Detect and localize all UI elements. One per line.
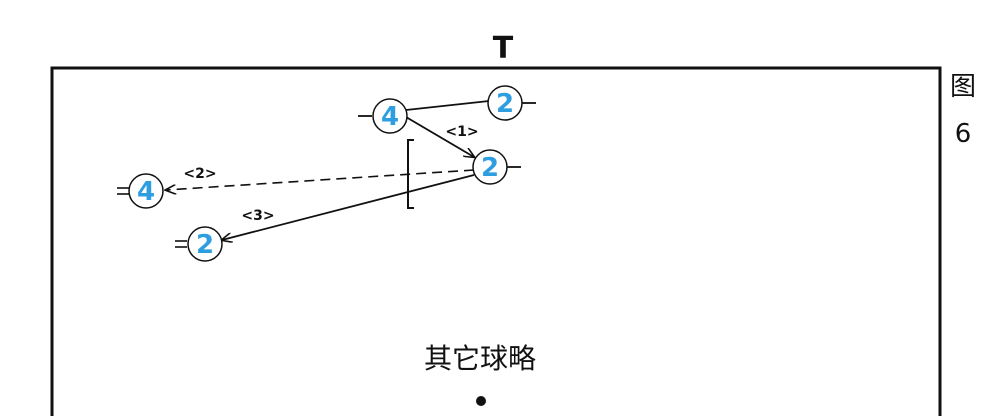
figure-label-line2: 6	[955, 119, 972, 149]
player-lower-left: 2	[175, 226, 223, 262]
player-top-left-number: 4	[381, 102, 399, 132]
center-note: 其它球略	[424, 342, 536, 375]
player-left: 4	[117, 173, 164, 209]
path-3-label: <3>	[241, 208, 274, 224]
bracket	[407, 139, 414, 209]
top-marker: T	[493, 31, 514, 66]
path-2-label: <2>	[183, 166, 216, 182]
player-left-number: 4	[137, 177, 155, 207]
path-3-arrow	[222, 174, 475, 240]
player-top-right: 2	[487, 85, 536, 121]
court-border	[50, 66, 942, 416]
player-top-right-number: 2	[496, 89, 514, 119]
center-dot	[476, 396, 486, 406]
player-middle: 2	[472, 149, 521, 185]
path-1-arrow	[405, 116, 474, 157]
player-middle-number: 2	[481, 153, 499, 183]
path-1-label: <1>	[445, 124, 478, 140]
path-2-arrow	[166, 169, 475, 190]
figure-label-line1: 图	[950, 72, 976, 102]
player-top-left: 4	[358, 98, 408, 134]
player-lower-left-number: 2	[196, 230, 214, 260]
link-line	[405, 100, 490, 111]
